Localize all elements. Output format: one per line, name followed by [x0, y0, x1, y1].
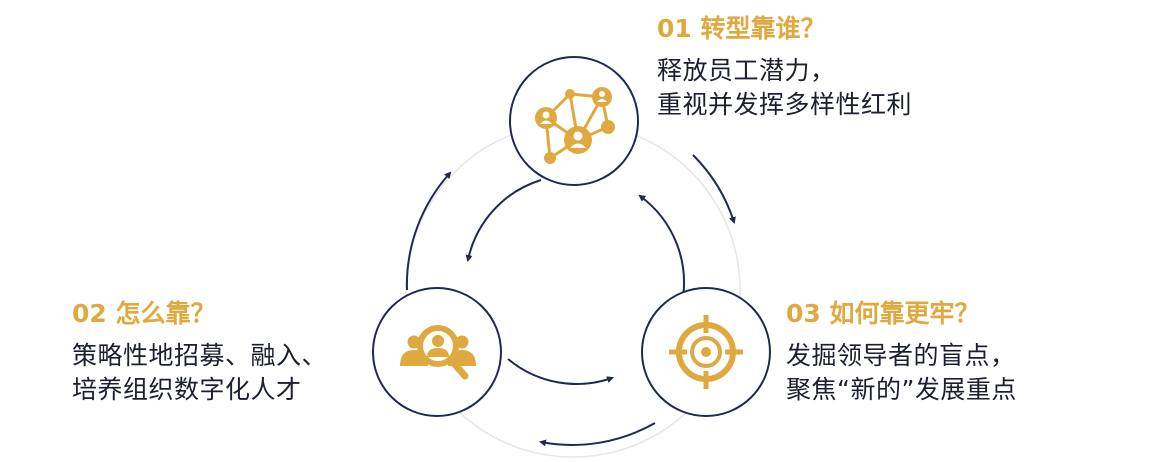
inner-arrow-left [465, 179, 542, 263]
node-03 [641, 287, 771, 417]
node-01 [509, 56, 639, 186]
inner-arrow-right [638, 194, 685, 304]
node-02-line-2: 培养组织数字化人才 [72, 375, 302, 404]
node-02 [372, 287, 502, 417]
node-01-line-2: 重视并发挥多样性红利 [657, 90, 913, 119]
inner-arrow-bottom [507, 358, 614, 385]
node-01-title: 01 转型靠谁？ [657, 14, 826, 43]
outer-arrow-left [405, 171, 452, 291]
node-02-title: 02 怎么靠？ [72, 299, 216, 328]
outer-arrow-bottom [538, 422, 656, 447]
node-03-text: 03 如何靠更牢？ 发掘领导者的盲点， 聚焦“新的”发展重点 [786, 299, 1017, 407]
node-01-line-1: 释放员工潜力， [657, 56, 836, 85]
outer-arrow-right [692, 154, 736, 224]
node-03-title: 03 如何靠更牢？ [786, 299, 980, 328]
node-02-line-1: 策略性地招募、融入、 [72, 341, 328, 370]
node-02-text: 02 怎么靠？ 策略性地招募、融入、 培养组织数字化人才 [72, 299, 327, 407]
target-icon [669, 315, 743, 389]
talent-search-icon [400, 325, 476, 380]
node-03-line-1: 发掘领导者的盲点， [786, 341, 1016, 370]
node-03-line-2: 聚焦“新的”发展重点 [786, 375, 1017, 404]
people-network-icon [535, 87, 615, 164]
node-01-text: 01 转型靠谁？ 释放员工潜力， 重视并发挥多样性红利 [657, 14, 912, 122]
